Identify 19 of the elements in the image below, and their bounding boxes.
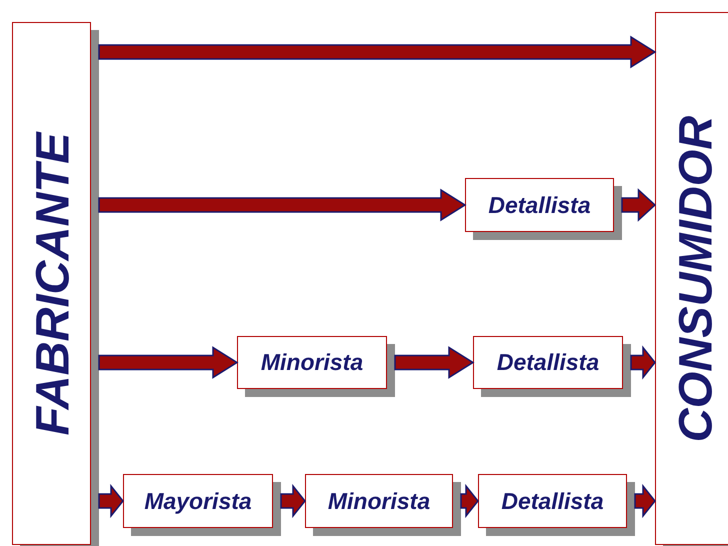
node-label: Detallista bbox=[496, 349, 600, 376]
block-arrow bbox=[98, 346, 238, 379]
node-label: Minorista bbox=[260, 349, 364, 376]
block-arrow bbox=[621, 188, 656, 222]
block-arrow bbox=[630, 345, 656, 380]
block-arrow bbox=[98, 36, 656, 68]
node-label: Minorista bbox=[328, 488, 430, 514]
block-arrow bbox=[98, 188, 466, 222]
node-label: Mayorista bbox=[144, 488, 252, 514]
node-label: Detallista bbox=[488, 192, 591, 218]
vertical-box bbox=[655, 12, 728, 545]
node-label: Detallista bbox=[501, 488, 604, 514]
block-arrow bbox=[98, 484, 124, 518]
block-arrow bbox=[634, 484, 656, 518]
block-arrow bbox=[394, 346, 474, 379]
block-arrow bbox=[280, 484, 306, 518]
node-label: FABRICANTE bbox=[24, 132, 79, 435]
block-arrow bbox=[460, 484, 479, 518]
node-label: CONSUMIDOR bbox=[668, 115, 722, 442]
